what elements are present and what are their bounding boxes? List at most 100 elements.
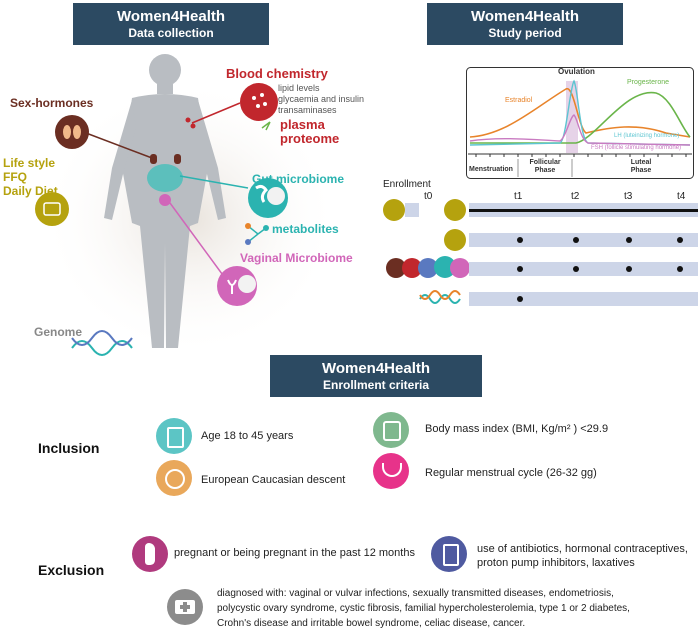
biosample-point-t2	[573, 266, 579, 272]
stopwatch-icon	[165, 469, 185, 489]
timepoint-t0: t0	[424, 191, 433, 202]
sex-hormones-row-icon	[386, 258, 406, 278]
genome-row-icon	[419, 290, 461, 304]
fsh-curve	[469, 114, 691, 146]
kidney-left-icon	[150, 154, 157, 164]
blood-detail-glycaemia: glycaemia and insulin	[278, 94, 365, 104]
pregnant-silhouette-icon	[145, 543, 155, 565]
enrollment-bar	[405, 203, 419, 217]
exclusion-diagnosis-1: diagnosed with: vaginal or vulvar infect…	[217, 588, 614, 599]
sex-hormones-label: Sex-hormones	[10, 96, 94, 110]
study-period-subtitle: Study period	[488, 26, 562, 40]
medical-cross-icon-bar	[180, 605, 190, 609]
blood-drop-icon	[185, 117, 191, 123]
biosample-point-t1	[517, 266, 523, 272]
daily-diet-icon	[444, 199, 466, 221]
biosample-point-t4	[677, 266, 683, 272]
blood-drop-icon	[190, 123, 196, 129]
timepoint-t1: t1	[514, 191, 523, 202]
ovulation-label: Ovulation	[558, 67, 595, 76]
blood-chemistry-label: Blood chemistry	[226, 66, 328, 81]
exclusion-pregnancy: pregnant or being pregnant in the past 1…	[174, 547, 415, 559]
timepoint-t3: t3	[624, 191, 633, 202]
ffq-icon	[444, 229, 466, 251]
age-icon	[156, 418, 192, 454]
sex-hormones-icon	[55, 115, 89, 149]
data-collection-illustration	[35, 54, 340, 358]
progesterone-label: Progesterone	[627, 79, 670, 86]
human-body-silhouette	[104, 54, 226, 348]
exclusion-medication-2: proton pump inhibitors, laxatives	[477, 557, 635, 569]
daily-diet-continuous-line	[469, 209, 698, 212]
pelvis-icon	[382, 463, 402, 477]
connector-blood	[191, 102, 241, 124]
study-period-title: Women4Health	[470, 8, 580, 25]
ffq-point-t1	[517, 237, 523, 243]
connector-vaginal	[169, 202, 226, 279]
progesterone-curve	[470, 91, 691, 144]
enrollment-questionnaire-icon	[383, 199, 405, 221]
intestine-icon	[147, 164, 183, 192]
study-period-header: Women4Health Study period	[427, 3, 623, 45]
enrollment-label: Enrollment	[383, 179, 431, 190]
uterus-icon	[159, 194, 171, 206]
genome-point-t1	[517, 296, 523, 302]
inclusion-age: Age 18 to 45 years	[201, 430, 294, 442]
biosample-point-t3	[626, 266, 632, 272]
ffq-point-t4	[677, 237, 683, 243]
blood-chemistry-icon	[240, 83, 278, 121]
pill-bottle-icon	[443, 544, 459, 566]
timeline-row-biosamples	[469, 262, 698, 276]
lifestyle-label-1: Life style	[3, 156, 56, 170]
pipette-icon	[261, 121, 271, 131]
plasma-proteome-label-1: plasma	[280, 117, 325, 132]
data-collection-subtitle: Data collection	[128, 26, 214, 40]
connector-sex-hormones	[85, 132, 153, 159]
luteal-phase-label: Luteal Phase	[630, 159, 652, 174]
timepoint-t2: t2	[571, 191, 580, 202]
kidney-right-icon	[174, 154, 181, 164]
exclusion-label: Exclusion	[38, 562, 105, 578]
vaginal-row-icon	[450, 258, 470, 278]
lifestyle-label-2: FFQ	[3, 170, 27, 184]
lh-label: LH (luteinizing hormone)	[614, 133, 680, 139]
gut-microbiome-label: Gut microbiome	[252, 172, 345, 186]
scale-icon	[383, 421, 401, 441]
inclusion-descent: European Caucasian descent	[201, 474, 346, 486]
fsh-label: FSH (follicle stimulating hormone)	[591, 145, 682, 151]
inclusion-menstrual-cycle: Regular menstrual cycle (26-32 gg)	[425, 467, 597, 479]
enrollment-criteria-header: Women4Health Enrollment criteria	[270, 355, 482, 397]
metabolites-label: metabolites	[272, 222, 339, 236]
hormone-cycle-chart	[466, 67, 694, 179]
inclusion-bmi: Body mass index (BMI, Kg/m² ) <29.9	[425, 423, 609, 435]
lifestyle-icon	[35, 192, 69, 226]
enrollment-criteria-subtitle: Enrollment criteria	[322, 378, 430, 392]
vaginal-microbiome-label: Vaginal Microbiome	[240, 251, 353, 265]
ffq-point-t2	[573, 237, 579, 243]
blood-detail-lipids: lipid levels	[278, 83, 320, 93]
plasma-proteome-label-2: proteome	[280, 131, 340, 146]
timeline-row-ffq	[469, 233, 698, 247]
dna-icon	[71, 330, 133, 356]
timeline-row-genome	[469, 292, 698, 306]
medication-icon	[431, 536, 467, 572]
exclusion-diagnosis-2: polycystic ovary syndrome, cystic fibros…	[217, 603, 630, 614]
blood-row-icon	[402, 258, 422, 278]
enrollment-criteria-title: Women4Health	[321, 360, 431, 377]
timepoint-t4: t4	[677, 191, 686, 202]
blood-detail-transaminases: transaminases	[278, 105, 337, 115]
clipboard-icon	[167, 427, 184, 448]
genome-label: Genome	[34, 325, 83, 339]
estradiol-label: Estradiol	[505, 97, 533, 104]
lifestyle-label-3: Daily Diet	[3, 184, 58, 198]
ffq-point-t3	[626, 237, 632, 243]
cycle-day-ticks	[475, 154, 687, 157]
bmi-scale-icon	[373, 412, 409, 448]
estradiol-curve	[469, 88, 691, 138]
menstruation-label: Menstruation	[469, 166, 513, 173]
exclusion-diagnosis-3: Crohn's disease and irritable bowel synd…	[217, 618, 526, 629]
inclusion-label: Inclusion	[38, 440, 100, 456]
connector-gut	[179, 175, 249, 189]
exclusion-medication-1: use of antibiotics, hormonal contracepti…	[477, 543, 688, 555]
data-collection-title: Women4Health	[116, 8, 226, 25]
